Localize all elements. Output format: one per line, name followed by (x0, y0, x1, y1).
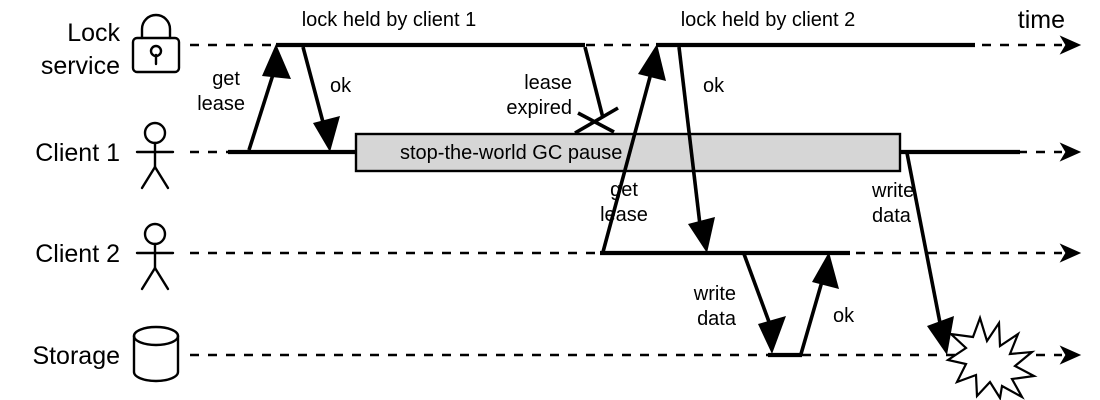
arrow-write-data-2 (905, 152, 954, 355)
annotation-lock-held-by-client-2: lock held by client 2 (681, 9, 856, 31)
stick-figure-icon-client-1 (135, 121, 175, 190)
lane-label-client-2-line1: Client 2 (35, 240, 120, 268)
arrow-ok-2 (677, 46, 715, 253)
gc-pause-label: stop-the-world GC pause (400, 142, 622, 164)
database-cylinder-icon (132, 325, 180, 383)
msg-ok-3-line1: ok (833, 305, 855, 327)
lane-label-lock-service-line2: service (41, 52, 120, 80)
annotation-lock-held-by-client-1: lock held by client 1 (302, 9, 477, 31)
lane-label-client-1-line1: Client 1 (35, 139, 120, 167)
msg-lease-expired-line2: expired (506, 97, 572, 119)
msg-write-data-2-line2: data (872, 205, 912, 227)
lane-label-client-2: Client 2 (35, 240, 120, 268)
lane-label-storage-line1: Storage (32, 342, 120, 370)
annotation-time-axis: time (1018, 6, 1065, 34)
arrow-ok-3 (799, 252, 839, 355)
arrow-get-lease-1 (247, 44, 291, 151)
lane-label-lock-service-line1: Lock (67, 19, 120, 47)
msg-write-data-2-line1: write (871, 180, 914, 202)
msg-write-data-1-line1: write (693, 283, 736, 305)
stop-the-world-gc-pause-box: stop-the-world GC pause (354, 132, 902, 173)
lane-label-client-1: Client 1 (35, 139, 120, 167)
padlock-icon (131, 13, 181, 74)
lane-label-storage: Storage (32, 342, 120, 370)
explosion-icon (945, 314, 1038, 400)
msg-get-lease-1-line2: lease (197, 93, 245, 115)
arrow-lease-expired (574, 46, 619, 135)
msg-write-data-1-line2: data (697, 308, 737, 330)
lane-label-lock-service: Lock service (41, 19, 121, 80)
stick-figure-icon-client-2 (135, 222, 175, 291)
msg-get-lease-2-line1: get (610, 179, 638, 201)
arrow-get-lease-2 (601, 44, 666, 253)
msg-lease-expired-line1: lease (524, 72, 572, 94)
arrow-write-data-1 (742, 253, 786, 354)
msg-ok-2-line1: ok (703, 75, 725, 97)
arrow-ok-1 (301, 46, 340, 152)
msg-ok-1-line1: ok (330, 75, 352, 97)
msg-get-lease-2-line2: lease (600, 204, 648, 226)
msg-get-lease-1-line1: get (212, 68, 240, 90)
